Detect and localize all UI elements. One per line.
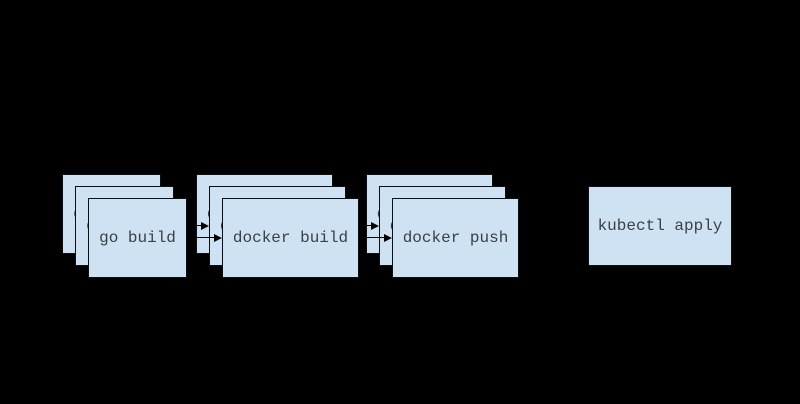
arrow-dockerpush-to-kubectl-head (580, 222, 588, 230)
node-go-build-front: go build (88, 198, 187, 278)
node-label-docker-push-front: docker push (402, 229, 509, 247)
arrow-dockerbuild-to-dockerpush-back-head (358, 210, 366, 218)
node-docker-push-front: docker push (392, 198, 519, 278)
arrow-dockerpush-to-kubectl-line (506, 225, 580, 227)
node-label-docker-build-front: docker build (232, 229, 349, 247)
node-kubectl-apply: kubectl apply (588, 186, 732, 266)
arrow-go-to-dockerbuild-middle-line (174, 225, 201, 227)
arrow-dockerbuild-to-dockerpush-front-head (384, 234, 392, 242)
arrow-go-to-dockerbuild-front-head (214, 234, 222, 242)
arrow-dockerbuild-to-dockerpush-middle-head (371, 222, 379, 230)
node-label-go-build-front: go build (99, 229, 176, 247)
arrow-go-to-dockerbuild-back-head (188, 210, 196, 218)
node-label-kubectl-apply: kubectl apply (597, 217, 723, 235)
node-docker-build-front: docker build (222, 198, 359, 278)
arrow-go-to-dockerbuild-middle-head (201, 222, 209, 230)
arrow-go-to-dockerbuild-front-line (187, 237, 214, 239)
arrow-dockerbuild-to-dockerpush-front-line (359, 237, 384, 239)
